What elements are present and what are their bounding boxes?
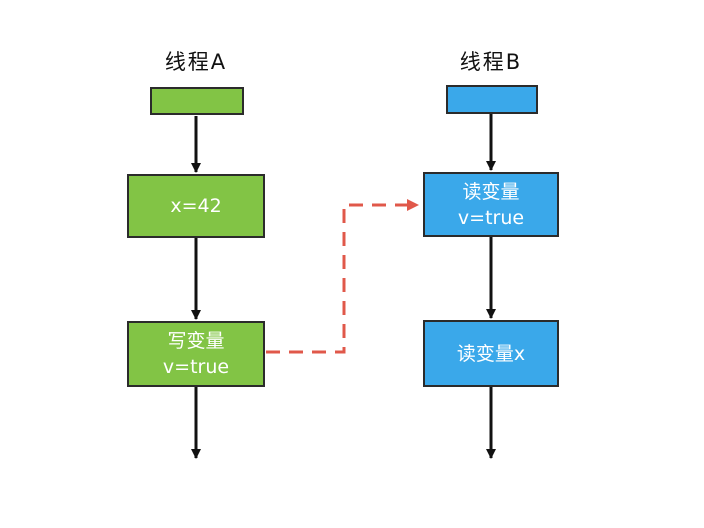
thread-b-box-1-line-2: v=true — [457, 206, 525, 229]
thread-a-box-write-volatile: 写变量 v=true — [127, 321, 265, 387]
thread-b-title: 线程B — [459, 50, 523, 74]
thread-a-box-2-line-2: v=true — [162, 356, 230, 378]
thread-b-box-1-line-1: 读变量 — [462, 180, 520, 203]
thread-b-box-2-line-1: 读变量x — [456, 342, 526, 365]
thread-a-box-2-line-1: 写变量 — [167, 330, 225, 352]
thread-a-box-assign-x: x=42 — [127, 174, 265, 238]
thread-b-header-bar — [446, 85, 538, 114]
dashed-connector-arrow — [266, 199, 419, 354]
thread-a-header-bar — [150, 87, 244, 115]
thread-a-box-1-line-1: x=42 — [170, 195, 222, 217]
thread-b-box-read-volatile: 读变量 v=true — [423, 172, 559, 237]
thread-a-title: 线程A — [164, 50, 228, 74]
thread-b-box-read-x: 读变量x — [423, 320, 559, 387]
